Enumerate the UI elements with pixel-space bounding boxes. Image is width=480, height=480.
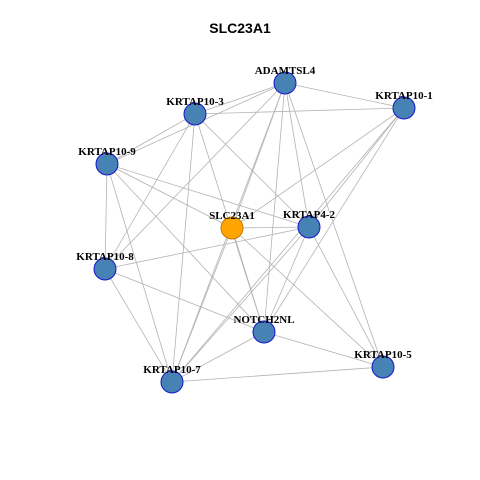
edge-krtap10-3-krtap10-7 [171, 113, 196, 383]
edge-adamtsl4-krtap10-1 [284, 82, 405, 109]
node-krtap10-8 [93, 257, 117, 281]
edge-notch2nl-krtap10-5 [263, 331, 384, 368]
edge-krtap4-2-krtap10-5 [308, 226, 384, 368]
node-krtap10-3 [183, 102, 207, 126]
nodes-layer [93, 71, 416, 394]
node-label-krtap10-9: KRTAP10-9 [78, 146, 136, 158]
edge-krtap4-2-notch2nl [263, 226, 310, 333]
node-label-notch2nl: NOTCH2NL [233, 314, 294, 326]
edge-krtap10-9-krtap10-8 [104, 163, 108, 270]
edge-krtap10-1-slc23a1 [231, 107, 405, 229]
node-label-krtap10-1: KRTAP10-1 [375, 90, 432, 102]
edge-krtap10-3-krtap4-2 [194, 113, 310, 228]
edge-adamtsl4-krtap4-2 [284, 82, 310, 228]
edge-krtap10-9-krtap4-2 [106, 163, 310, 228]
node-label-krtap10-3: KRTAP10-3 [166, 96, 224, 108]
edge-krtap10-9-krtap10-7 [106, 163, 173, 383]
edge-notch2nl-krtap10-7 [171, 331, 265, 383]
labels-layer: ADAMTSL4KRTAP10-1KRTAP10-3KRTAP10-9SLC23… [76, 65, 432, 376]
node-slc23a1 [220, 216, 244, 240]
node-notch2nl [252, 320, 276, 344]
plot-title: SLC23A1 [209, 20, 271, 36]
edge-krtap10-3-krtap10-9 [106, 113, 196, 165]
node-krtap4-2 [297, 215, 321, 239]
edge-krtap10-3-krtap10-8 [104, 113, 196, 270]
edge-krtap10-9-slc23a1 [106, 163, 233, 229]
edge-krtap10-8-notch2nl [104, 268, 265, 333]
node-label-adamtsl4: ADAMTSL4 [255, 65, 316, 77]
edge-slc23a1-krtap4-2 [231, 226, 310, 229]
edge-krtap4-2-krtap10-7 [171, 226, 310, 383]
edge-slc23a1-krtap10-5 [231, 227, 384, 368]
edge-adamtsl4-krtap10-5 [284, 82, 384, 368]
node-adamtsl4 [273, 71, 297, 95]
edge-adamtsl4-notch2nl [263, 82, 286, 333]
edge-krtap10-9-notch2nl [106, 163, 265, 333]
edge-slc23a1-notch2nl [231, 227, 265, 333]
node-krtap10-5 [371, 355, 395, 379]
node-krtap10-9 [95, 152, 119, 176]
edge-krtap4-2-krtap10-8 [104, 226, 310, 270]
node-label-krtap10-7: KRTAP10-7 [143, 364, 201, 376]
edge-adamtsl4-krtap10-3 [194, 82, 286, 115]
node-label-slc23a1: SLC23A1 [209, 210, 255, 222]
edge-krtap10-1-notch2nl [263, 107, 405, 333]
edge-krtap10-8-krtap10-7 [104, 268, 173, 383]
node-label-krtap4-2: KRTAP4-2 [283, 209, 335, 221]
node-label-krtap10-5: KRTAP10-5 [354, 349, 412, 361]
node-label-krtap10-8: KRTAP10-8 [76, 251, 134, 263]
edge-krtap10-1-krtap10-3 [194, 107, 405, 115]
edge-krtap10-1-krtap4-2 [308, 107, 405, 228]
edge-krtap10-5-krtap10-7 [171, 366, 384, 383]
node-krtap10-1 [392, 96, 416, 120]
edge-krtap10-1-krtap10-7 [171, 107, 405, 383]
edge-adamtsl4-krtap10-8 [104, 82, 286, 270]
node-krtap10-7 [160, 370, 184, 394]
edge-slc23a1-krtap10-7 [171, 227, 233, 383]
